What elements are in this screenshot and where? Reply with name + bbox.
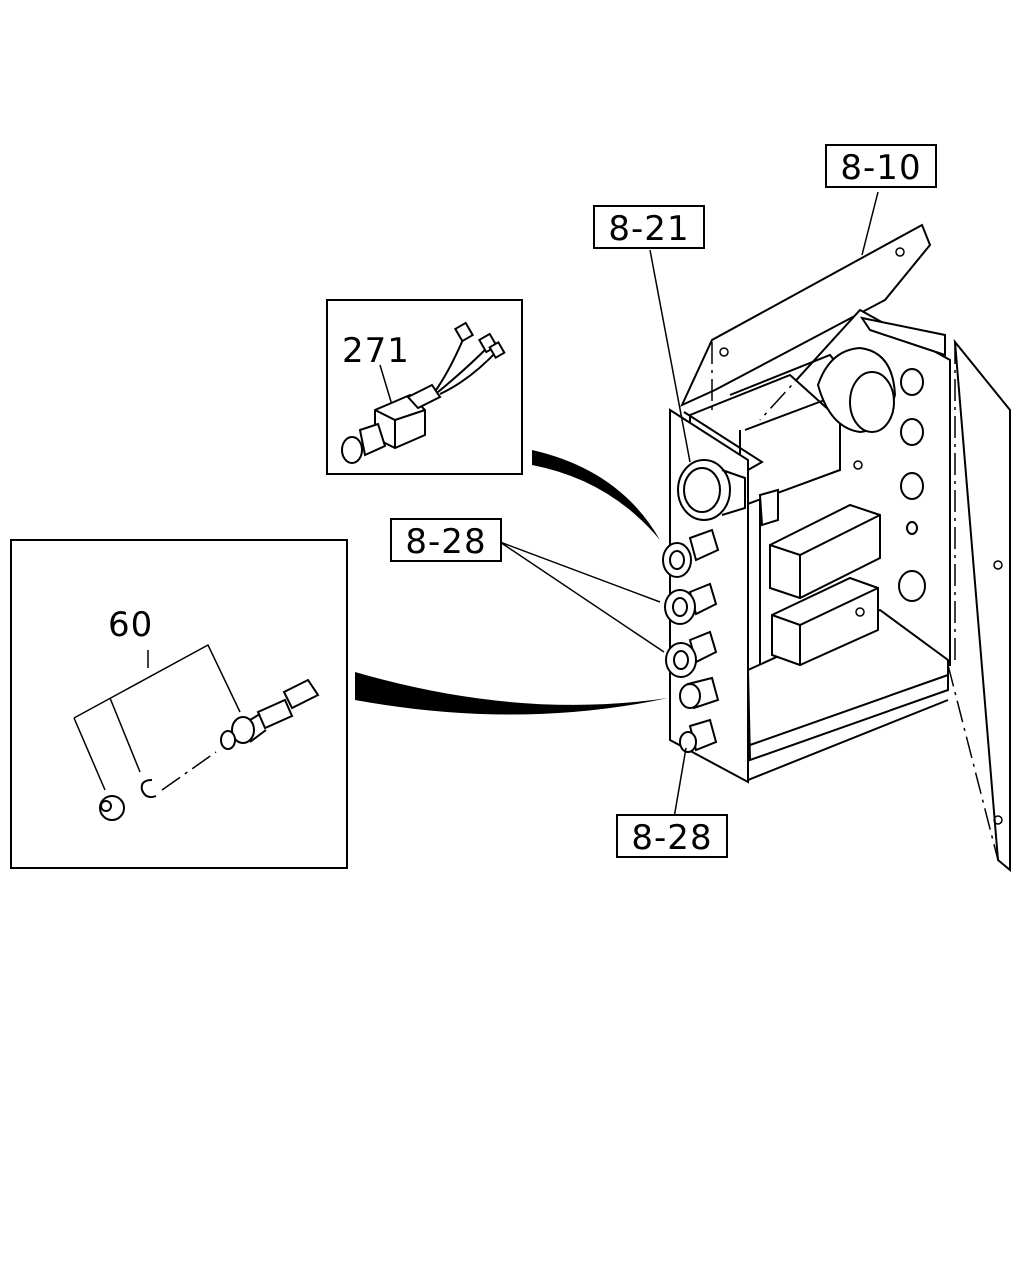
callout-8-28-upper: 8-28 [390, 518, 502, 562]
indicator-lamp-3 [665, 630, 718, 678]
callout-8-10: 8-10 [825, 144, 937, 188]
leader-8-28-a [499, 541, 661, 603]
arrow-upper [532, 450, 660, 540]
nut [99, 795, 125, 821]
indicator-lamp-2 [664, 582, 718, 625]
leader-8-28-b [499, 541, 665, 653]
indicator-lamp-1 [662, 528, 720, 578]
relay-lower [771, 576, 879, 667]
svg-text:8-28: 8-28 [405, 522, 486, 562]
leader-8-21 [649, 249, 691, 463]
inset-271: 271 [326, 299, 523, 475]
capacitor [816, 346, 897, 434]
svg-text:271: 271 [342, 331, 410, 371]
svg-text:8-28: 8-28 [631, 818, 712, 858]
leader-8-28-c [673, 747, 687, 819]
relay-upper [769, 503, 881, 600]
rotary-switch [677, 459, 746, 521]
callout-8-21: 8-21 [593, 205, 705, 249]
arrow-lower [355, 672, 668, 715]
pressure-sensor [220, 678, 320, 750]
washer [140, 779, 157, 799]
right-bracket [859, 316, 946, 357]
door-panel [953, 338, 1011, 873]
top-flange [679, 223, 932, 408]
callout-8-28-lower: 8-28 [616, 814, 728, 858]
leader-8-10 [861, 191, 879, 256]
electrical-panel-box [662, 223, 1011, 873]
pilot-lamp [679, 718, 718, 753]
svg-text:8-10: 8-10 [840, 148, 921, 188]
inset-60: 60 [10, 539, 348, 869]
svg-text:60: 60 [108, 605, 153, 645]
svg-text:8-21: 8-21 [608, 209, 689, 249]
switch-knob [341, 436, 363, 464]
push-button [679, 676, 720, 710]
